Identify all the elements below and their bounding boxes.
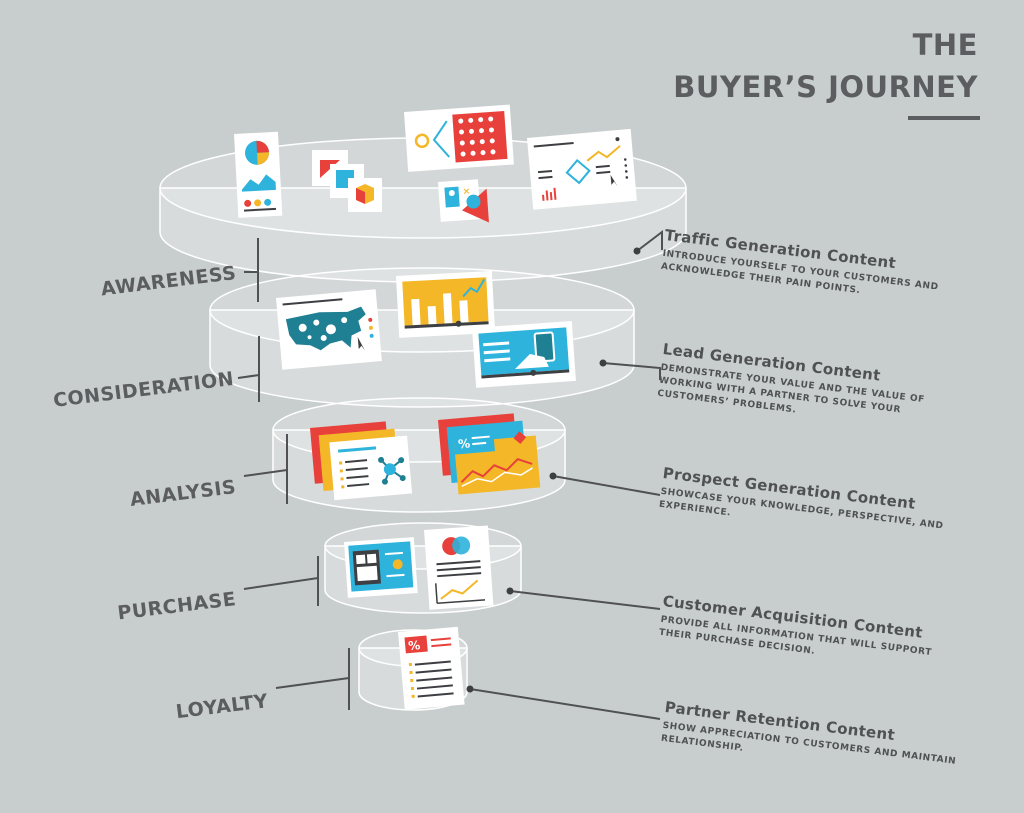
title-underline: [908, 116, 980, 120]
stage-brackets: [237, 238, 350, 710]
bar-chart-icon: [396, 270, 496, 338]
svg-text:%: %: [408, 638, 421, 653]
dashboard-icon: [344, 537, 418, 598]
title-line-1: THE: [912, 28, 978, 62]
people-grid-icon: [404, 104, 514, 172]
cubes-icon: [312, 150, 382, 212]
id-card-icon: ×: [438, 179, 489, 223]
leader-dots: [466, 247, 641, 693]
network-icon: [310, 421, 413, 501]
percent-list-icon: %: [398, 626, 465, 710]
venn-chart-icon: [424, 525, 494, 610]
tablet-hand-icon: [472, 321, 576, 388]
line-chart-icon: [527, 128, 637, 210]
usa-map-icon: [276, 289, 382, 370]
percent-chart-icon: %: [438, 413, 541, 495]
leader-lines: [469, 229, 663, 720]
pie-chart-icon: [234, 131, 283, 218]
title-line-2: BUYER’S JOURNEY: [673, 70, 978, 104]
svg-text:×: ×: [462, 187, 470, 198]
svg-text:%: %: [458, 436, 471, 451]
